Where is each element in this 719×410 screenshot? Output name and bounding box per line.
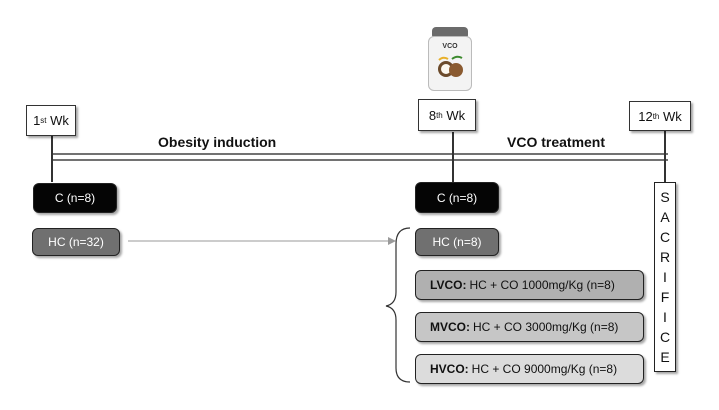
group-lvco: LVCO:HC + CO 1000mg/Kg (n=8) [415, 270, 644, 300]
sacrifice-letter: R [659, 249, 671, 265]
group-hvco: HVCO:HC + CO 9000mg/Kg (n=8) [415, 354, 644, 384]
group-hvco-detail: HC + CO 9000mg/Kg (n=8) [471, 362, 618, 376]
vco-jar-icon: VCO [428, 27, 472, 91]
week-1-label: Wk [50, 113, 69, 128]
group-mvco-detail: HC + CO 3000mg/Kg (n=8) [473, 320, 619, 334]
group-hc-treatment: HC (n=8) [415, 228, 499, 256]
week-12-ordinal: th [652, 111, 660, 121]
sacrifice-letter: I [663, 309, 667, 325]
sacrifice-letter: C [659, 329, 671, 345]
week-12-number: 12 [638, 108, 653, 124]
week-8-ordinal: th [436, 110, 443, 120]
wk12-connector [664, 130, 666, 182]
jar-label: VCO [442, 43, 458, 50]
wk1-connector [51, 136, 53, 182]
group-brace [385, 227, 411, 383]
group-mvco: MVCO:HC + CO 3000mg/Kg (n=8) [415, 312, 644, 342]
jar-lid [432, 27, 468, 37]
wk8-connector [452, 132, 454, 182]
group-mvco-abbr: MVCO: [430, 320, 470, 334]
sacrifice-box: S A C R I F I C E [654, 182, 676, 372]
jar-body: VCO [428, 36, 472, 91]
week-12-label: Wk [662, 108, 682, 124]
coconut-icon [438, 55, 463, 77]
sacrifice-letter: E [660, 349, 670, 365]
hc-transfer-arrowhead [388, 237, 396, 245]
week-8-label: Wk [446, 107, 466, 123]
group-control-treatment: C (n=8) [415, 182, 499, 213]
group-control-start: C (n=8) [33, 183, 117, 213]
phase-vco-treatment: VCO treatment [507, 134, 606, 150]
group-hc-start: HC (n=32) [32, 228, 120, 256]
week-1-ordinal: st [40, 116, 47, 125]
week-1-number: 1 [33, 113, 41, 128]
sacrifice-letter: F [660, 289, 670, 305]
sacrifice-letter: A [660, 209, 670, 225]
phase-obesity-induction: Obesity induction [158, 134, 277, 150]
week-8-number: 8 [428, 107, 437, 123]
group-lvco-detail: HC + CO 1000mg/Kg (n=8) [469, 278, 615, 292]
sacrifice-letter: I [663, 269, 667, 285]
group-hvco-abbr: HVCO: [430, 362, 469, 376]
group-lvco-abbr: LVCO: [430, 278, 467, 292]
sacrifice-letter: C [659, 229, 671, 245]
sacrifice-letter: S [660, 189, 670, 205]
